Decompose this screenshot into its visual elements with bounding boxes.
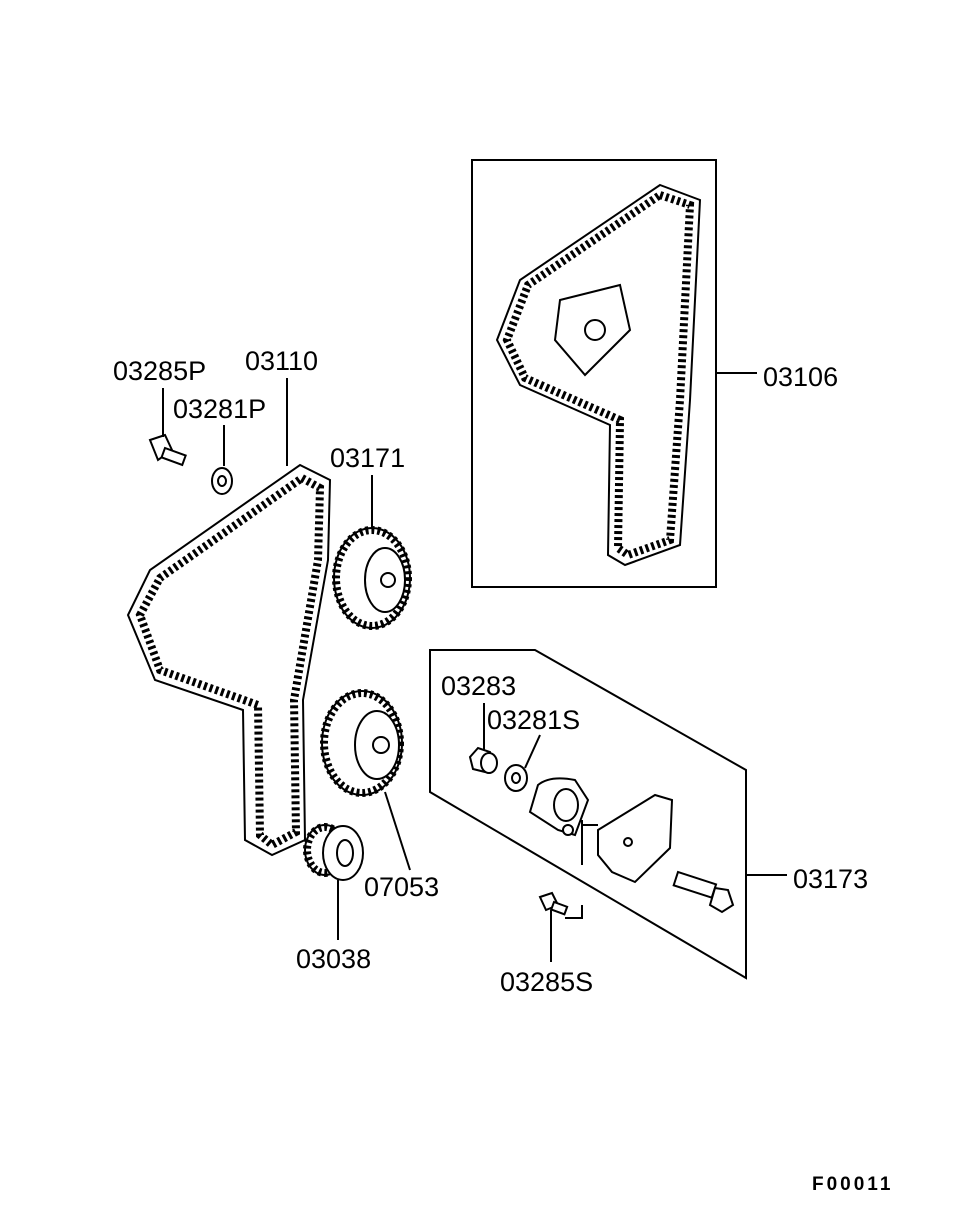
bolt-03285P	[148, 433, 187, 467]
label-07053: 07053	[364, 872, 439, 902]
label-03038: 03038	[296, 944, 371, 974]
timing-belt-kit-illustration	[495, 183, 702, 567]
label-03283: 03283	[441, 671, 516, 701]
tensioner-bracket	[597, 793, 674, 884]
label-03285P: 03285P	[113, 356, 206, 386]
label-03173: 03173	[793, 864, 868, 894]
timing-belt-03110	[126, 463, 332, 857]
sprocket-03171	[332, 526, 412, 630]
figure-code: F00011	[812, 1174, 893, 1195]
leader-07053	[384, 791, 411, 871]
leader-03281S	[524, 734, 541, 769]
sprocket-07053	[320, 689, 404, 797]
label-03110: 03110	[245, 346, 318, 376]
nut-03283	[468, 746, 498, 774]
tensioner-pulley	[528, 777, 590, 837]
crank-sprocket-03038	[303, 823, 364, 881]
label-03171: 03171	[330, 443, 405, 473]
label-03106: 03106	[763, 362, 838, 392]
label-03285S: 03285S	[500, 967, 593, 997]
label-03281S: 03281S	[487, 705, 580, 735]
tensioner-bolt	[672, 870, 735, 914]
label-03281P: 03281P	[173, 394, 266, 424]
bolt-03285S	[538, 891, 569, 916]
